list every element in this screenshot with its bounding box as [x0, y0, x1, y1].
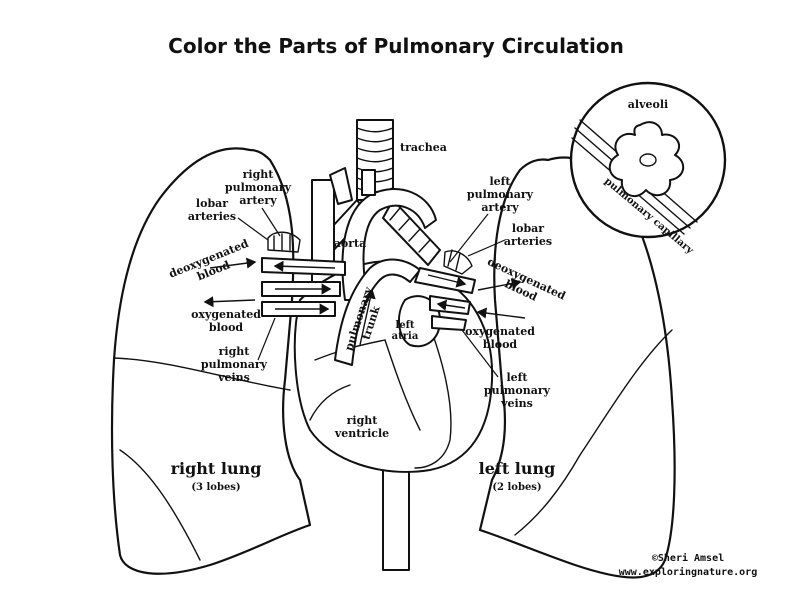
credit: ©Sheri Amsel www.exploringnature.org	[619, 552, 757, 578]
svg-text:blood: blood	[483, 338, 518, 351]
label-oxygenated-blood-right-side: oxygenated blood	[465, 325, 535, 351]
flow-arrows	[203, 257, 526, 346]
label-deoxygenated-blood-right-side: deoxygenated blood	[485, 255, 567, 304]
svg-text:veins: veins	[500, 397, 533, 410]
label-left-lung: left lung (2 lobes)	[479, 459, 556, 493]
svg-text:alveoli: alveoli	[628, 98, 668, 111]
pulmonary-trunk	[334, 258, 421, 366]
alveoli-cluster	[608, 121, 685, 198]
label-deoxygenated-blood-left-side: deoxygenated blood	[167, 237, 251, 283]
svg-text:left lung: left lung	[479, 459, 556, 478]
svg-text:artery: artery	[481, 201, 519, 214]
label-aorta: aorta	[334, 237, 366, 250]
svg-text:pulmonary: pulmonary	[201, 358, 268, 371]
label-alveoli: alveoli	[628, 98, 668, 111]
svg-text:pulmonary: pulmonary	[467, 188, 534, 201]
label-right-lung: right lung (3 lobes)	[171, 459, 262, 493]
label-right-pulmonary-artery: right pulmonary artery	[225, 168, 292, 237]
svg-text:arteries: arteries	[504, 235, 552, 248]
svg-text:aorta: aorta	[334, 237, 366, 250]
svg-text:lobar: lobar	[512, 222, 544, 235]
svg-text:left: left	[507, 371, 529, 384]
label-right-ventricle: right ventricle	[334, 414, 389, 440]
label-left-pulmonary-artery: left pulmonary artery	[449, 175, 534, 263]
svg-text:artery: artery	[239, 194, 277, 207]
svg-text:(3 lobes): (3 lobes)	[191, 482, 240, 493]
svg-text:right: right	[243, 168, 275, 181]
label-lobar-arteries-right-side: lobar arteries	[467, 222, 552, 257]
svg-text:right lung: right lung	[171, 459, 262, 478]
svg-text:trachea: trachea	[400, 141, 447, 154]
svg-text:oxygenated: oxygenated	[191, 308, 261, 321]
svg-text:left: left	[395, 320, 414, 331]
right-lung-outline	[110, 147, 312, 575]
svg-text:ventricle: ventricle	[334, 427, 389, 440]
svg-text:left: left	[490, 175, 512, 188]
label-right-pulmonary-veins: right pulmonary veins	[201, 317, 276, 384]
svg-text:oxygenated: oxygenated	[465, 325, 535, 338]
left-lung-outline	[478, 156, 676, 579]
alveoli-inset	[569, 81, 727, 239]
svg-text:pulmonary: pulmonary	[225, 181, 292, 194]
label-oxygenated-blood-left-side: oxygenated blood	[191, 308, 261, 334]
label-trachea: trachea	[400, 141, 447, 154]
label-left-pulmonary-veins: left pulmonary veins	[461, 329, 551, 410]
aorta	[329, 167, 437, 301]
page-title: Color the Parts of Pulmonary Circulation	[168, 34, 624, 58]
svg-text:atria: atria	[392, 331, 419, 342]
label-lobar-arteries-left-side: lobar arteries	[188, 197, 269, 241]
svg-text:right: right	[347, 414, 379, 427]
svg-text:pulmonary: pulmonary	[484, 384, 551, 397]
svg-text:blood: blood	[209, 321, 244, 334]
svg-text:arteries: arteries	[188, 210, 236, 223]
svg-text:right: right	[219, 345, 251, 358]
credit-site: www.exploringnature.org	[619, 566, 757, 578]
label-left-atria: left atria	[392, 320, 419, 342]
credit-author: ©Sheri Amsel	[652, 552, 724, 564]
svg-text:lobar: lobar	[196, 197, 228, 210]
svg-text:veins: veins	[217, 371, 250, 384]
svg-text:(2 lobes): (2 lobes)	[492, 482, 541, 493]
